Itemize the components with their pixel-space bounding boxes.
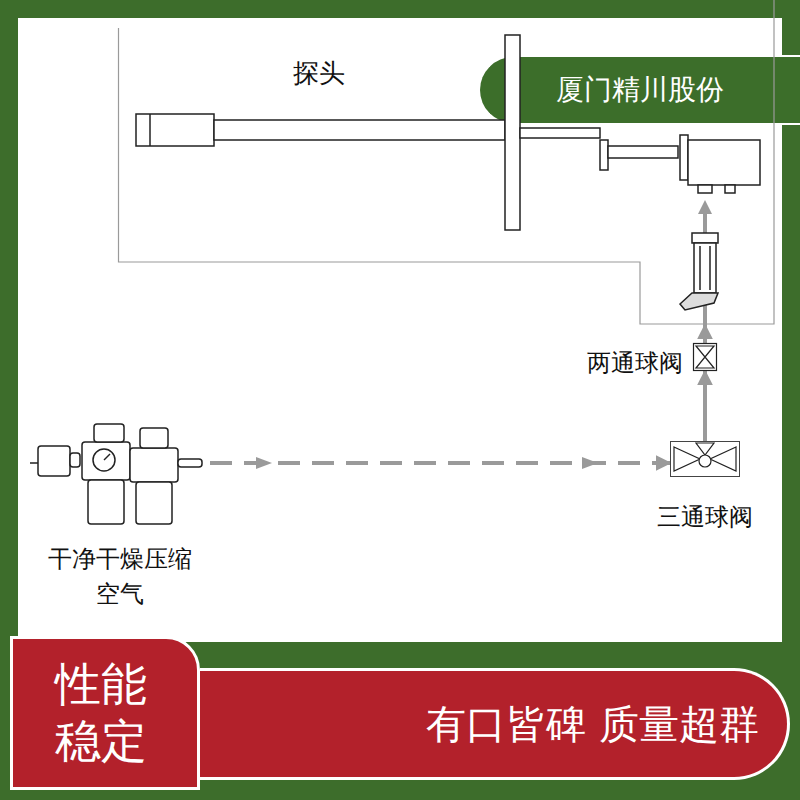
- slogan-band: 有口皆碑 质量超群: [200, 668, 790, 780]
- cable-gland: [725, 185, 735, 193]
- gauge-needle: [104, 454, 110, 460]
- connector-pipe: [608, 146, 678, 158]
- filter-regulator: [30, 424, 202, 524]
- flow-meter-scale: [709, 246, 711, 290]
- node-label: 厦门精川股份: [556, 71, 724, 109]
- air-flow-connector: [210, 461, 670, 465]
- junction-plate: [680, 135, 688, 180]
- two-way-ball-valve: 两通球阀: [693, 343, 717, 371]
- air-filter-unit: 干净干燥压缩空气: [30, 418, 210, 613]
- valve-body: [671, 442, 740, 477]
- lubricator-body: [130, 448, 178, 482]
- arrow-head: [256, 457, 272, 469]
- small-flange: [600, 140, 608, 170]
- node-label: 有口皆碑 质量超群: [426, 697, 759, 752]
- probe-rod: [520, 128, 600, 138]
- two-way-ball-valve-outline: [693, 343, 717, 371]
- lubricator-cap: [140, 428, 168, 448]
- node-label: 两通球阀: [587, 347, 683, 379]
- arrow-head: [582, 457, 598, 469]
- probe-drawing: [136, 35, 760, 230]
- regulator-cap: [94, 424, 124, 442]
- node-label: 三通球阀: [657, 501, 753, 533]
- air-fitting: [698, 185, 712, 193]
- valve-ball: [699, 455, 711, 467]
- probe-tip: [136, 114, 214, 146]
- inlet-pipe: [30, 462, 38, 464]
- valve-symbol: [696, 346, 714, 368]
- flow-meter-cap: [692, 233, 718, 243]
- flow-meter: [680, 233, 718, 310]
- slogan-box: 性能 稳定: [10, 636, 200, 790]
- pressure-gauge: [93, 449, 115, 471]
- node-label: 探头: [293, 56, 345, 91]
- lubricator-bowl: [136, 482, 172, 524]
- valve-symbol: [674, 443, 736, 471]
- flow-meter-scale: [699, 246, 701, 290]
- outlet-pipe: [178, 459, 202, 467]
- junction-box: [688, 140, 760, 185]
- arrow-head: [698, 200, 712, 214]
- filter-bowl: [88, 480, 124, 524]
- probe-tube: [214, 120, 505, 140]
- probe-housing: 探头: [118, 0, 775, 325]
- probe-housing-outline: [118, 0, 775, 325]
- mounting-flange: [505, 35, 520, 230]
- housing-outline: [119, 0, 775, 324]
- valve-body: [694, 344, 717, 371]
- three-way-ball-valve: 三通球阀: [670, 441, 740, 477]
- flow-meter-tube: [694, 243, 716, 293]
- node-label: 性能 稳定: [55, 656, 155, 771]
- connector: [70, 453, 80, 467]
- regulator-body: [82, 442, 130, 480]
- air-flow-connector: [703, 325, 707, 343]
- company-tag: 厦门精川股份: [478, 55, 800, 125]
- gauge-housing: [38, 446, 70, 476]
- node-label: 干净干燥压缩空气: [45, 542, 195, 612]
- air-flow-connector: [703, 371, 707, 441]
- three-way-ball-valve-outline: [670, 441, 740, 477]
- flow-meter-base: [680, 293, 718, 310]
- probe-tip-joint: [149, 114, 151, 146]
